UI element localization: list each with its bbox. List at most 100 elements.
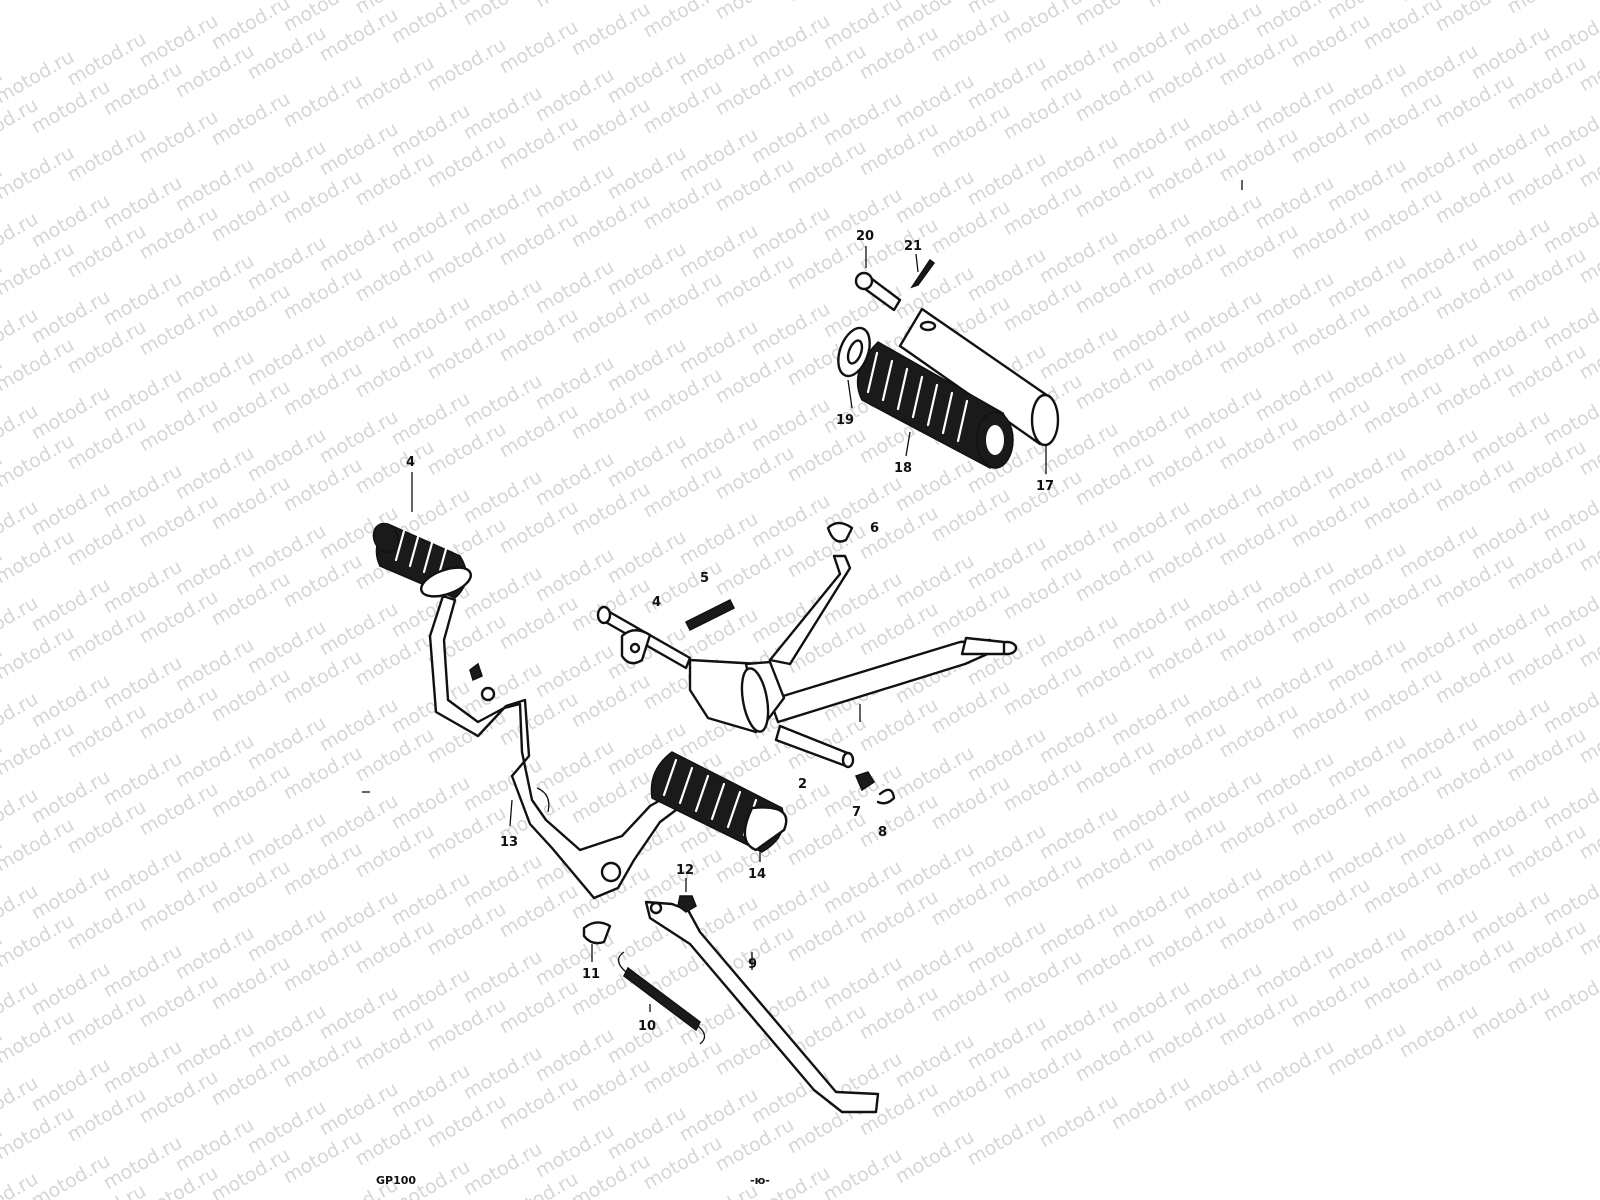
watermark-text: motod.ru <box>424 898 510 961</box>
watermark-text: motod.ru <box>820 0 906 54</box>
watermark-text: motod.ru <box>712 538 798 601</box>
watermark-text: motod.ru <box>1180 190 1266 253</box>
watermark-text: motod.ru <box>1108 784 1194 847</box>
watermark-text: motod.ru <box>712 250 798 313</box>
front-footrest-rubber <box>372 522 472 599</box>
watermark-text: motod.ru <box>208 760 294 823</box>
watermark-text: motod.ru <box>0 1072 42 1135</box>
watermark-text: motod.ru <box>388 388 474 451</box>
watermark-text: motod.ru <box>964 244 1050 307</box>
watermark-text: motod.ru <box>568 94 654 157</box>
watermark-text: motod.ru <box>748 202 834 265</box>
watermark-text: motod.ru <box>280 0 366 36</box>
watermark-text: motod.ru <box>1540 772 1600 835</box>
watermark-text: motod.ru <box>0 304 42 367</box>
callout-6: 6 <box>870 521 879 536</box>
watermark-text: motod.ru <box>1000 658 1086 721</box>
watermark-text: motod.ru <box>280 550 366 613</box>
watermark-text: motod.ru <box>1504 820 1590 883</box>
watermark-text: motod.ru <box>532 736 618 799</box>
watermark-text: motod.ru <box>100 748 186 811</box>
page-mark: -ю- <box>750 1174 770 1187</box>
watermark-text: motod.ru <box>352 1108 438 1171</box>
callout-12: 12 <box>676 863 694 878</box>
watermark-text: motod.ru <box>532 544 618 607</box>
watermark-text: motod.ru <box>136 682 222 745</box>
watermark-text: motod.ru <box>1468 886 1554 949</box>
watermark-text: motod.ru <box>928 196 1014 259</box>
watermark-text: motod.ru <box>712 0 798 24</box>
watermark-text: motod.ru <box>0 46 78 109</box>
watermark-text: motod.ru <box>64 508 150 571</box>
watermark-text: motod.ru <box>1180 382 1266 445</box>
watermark-text: motod.ru <box>892 1126 978 1189</box>
watermark-text: motod.ru <box>640 1036 726 1099</box>
watermark-text: motod.ru <box>64 412 150 475</box>
watermark-text: motod.ru <box>1144 622 1230 685</box>
watermark-text: motod.ru <box>244 520 330 583</box>
watermark-text: motod.ru <box>244 1000 330 1063</box>
watermark-text: motod.ru <box>100 172 186 235</box>
watermark-text: motod.ru <box>424 1090 510 1153</box>
watermark-text: motod.ru <box>604 238 690 301</box>
watermark-text: motod.ru <box>0 526 78 589</box>
watermark-text: motod.ru <box>1072 640 1158 703</box>
watermark-text: motod.ru <box>388 0 474 48</box>
watermark-text: motod.ru <box>1180 862 1266 925</box>
watermark-text: motod.ru <box>1576 322 1600 385</box>
watermark-text: motod.ru <box>0 592 42 655</box>
watermark-text: motod.ru <box>352 628 438 691</box>
watermark-text: motod.ru <box>352 820 438 883</box>
watermark-text: motod.ru <box>1072 256 1158 319</box>
watermark-text: motod.ru <box>1000 274 1086 337</box>
watermark-text: motod.ru <box>172 1114 258 1177</box>
watermark-text: motod.ru <box>0 832 6 895</box>
watermark-text: motod.ru <box>0 94 42 157</box>
watermark-text: motod.ru <box>1000 1042 1086 1105</box>
watermark-text: motod.ru <box>1144 334 1230 397</box>
watermark-text: motod.ru <box>964 1012 1050 1075</box>
watermark-text: motod.ru <box>1468 694 1554 757</box>
watermark-text: motod.ru <box>1396 520 1482 583</box>
watermark-text: motod.ru <box>208 856 294 919</box>
watermark-text: motod.ru <box>1540 868 1600 931</box>
watermark-text: motod.ru <box>892 742 978 805</box>
watermark-text: motod.ru <box>532 64 618 127</box>
watermark-text: motod.ru <box>28 862 114 925</box>
watermark-text: motod.ru <box>496 880 582 943</box>
watermark-text: motod.ru <box>388 100 474 163</box>
watermark-text: motod.ru <box>1324 826 1410 889</box>
watermark-text: motod.ru <box>1072 832 1158 895</box>
watermark-text: motod.ru <box>1360 88 1446 151</box>
watermark-text: motod.ru <box>1360 760 1446 823</box>
watermark-text: motod.ru <box>1108 688 1194 751</box>
watermark-text: motod.ru <box>820 568 906 631</box>
watermark-text: motod.ru <box>352 340 438 403</box>
watermark-text: motod.ru <box>1396 808 1482 871</box>
watermark-text: motod.ru <box>316 886 402 949</box>
watermark-text: motod.ru <box>856 22 942 85</box>
watermark-text: motod.ru <box>1000 82 1086 145</box>
watermark-text: motod.ru <box>964 916 1050 979</box>
watermark-text: motod.ru <box>1468 790 1554 853</box>
watermark-text: motod.ru <box>1360 184 1446 247</box>
watermark-text: motod.ru <box>0 400 42 463</box>
watermark-text: motod.ru <box>1036 802 1122 865</box>
watermark-text: motod.ru <box>64 604 150 667</box>
watermark-text: motod.ru <box>280 358 366 421</box>
callout-20: 20 <box>856 229 874 244</box>
watermark-text: motod.ru <box>1576 130 1600 193</box>
watermark-text: motod.ru <box>280 70 366 133</box>
watermark-text: motod.ru <box>28 766 114 829</box>
watermark-text: motod.ru <box>352 724 438 787</box>
watermark-text: motod.ru <box>100 268 186 331</box>
watermark-text: motod.ru <box>1540 388 1600 451</box>
watermark-text: motod.ru <box>208 568 294 631</box>
watermark-text: motod.ru <box>316 214 402 277</box>
watermark-text: motod.ru <box>424 130 510 193</box>
watermark-text: motod.ru <box>172 154 258 217</box>
watermark-text: motod.ru <box>532 160 618 223</box>
watermark-text: motod.ru <box>1288 682 1374 745</box>
watermark-text: motod.ru <box>172 250 258 313</box>
watermark-text: motod.ru <box>928 100 1014 163</box>
